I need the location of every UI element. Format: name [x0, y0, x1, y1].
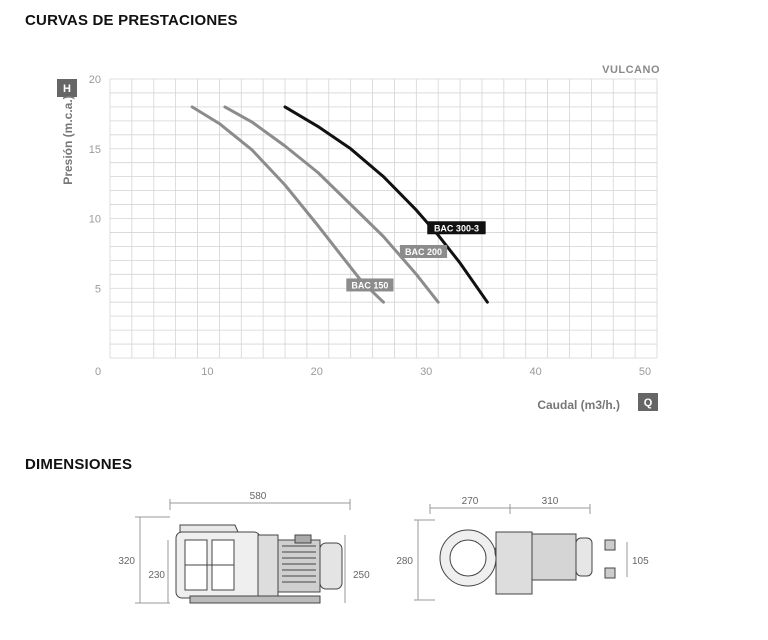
- series-label-text: BAC 150: [351, 280, 388, 290]
- dim-foot-spacing: 105: [632, 556, 649, 567]
- dim-inner-height: 230: [148, 570, 165, 581]
- x-tick-label: 30: [420, 366, 432, 378]
- y-axis-badge: [57, 79, 77, 97]
- y-tick-label: 15: [89, 144, 101, 156]
- performance-chart: 0 10 20 30 40 50 5 10 15 20 BAC 150 BAC 200 BAC 300…: [57, 64, 660, 412]
- x-axis-badge-label: Q: [644, 397, 653, 409]
- chart-series-labels: BAC 150 BAC 200 BAC 300-3: [346, 221, 486, 292]
- y-axis-badge-label: H: [63, 83, 71, 95]
- x-tick-label: 20: [311, 366, 323, 378]
- x-axis-badge: [638, 393, 658, 411]
- series-label-bac-300-3: BAC 300-3: [427, 221, 486, 235]
- dim-pump-width: 270: [462, 496, 479, 507]
- series-line-bac-200: [223, 105, 440, 304]
- dim-motor-width: 310: [542, 496, 559, 507]
- x-axis-title: Caudal (m3/h.): [537, 398, 620, 412]
- y-tick-label: 20: [89, 74, 101, 86]
- x-tick-label: 10: [201, 366, 213, 378]
- series-label-text: BAC 300-3: [434, 223, 479, 233]
- dim-front-height: 280: [396, 556, 413, 567]
- x-tick-label: 40: [529, 366, 541, 378]
- y-tick-label: 5: [95, 283, 101, 295]
- y-axis-title: Presión (m.c.a.): [61, 95, 75, 184]
- x-tick-label: 0: [95, 366, 101, 378]
- chart-ticks: 0 10 20 30 40 50 5 10 15 20: [89, 74, 651, 378]
- series-label-bac-150: BAC 150: [346, 278, 394, 292]
- dimensions-title: DIMENSIONES: [25, 456, 133, 473]
- chart-series: [190, 105, 489, 304]
- series-line-bac-150: [190, 105, 385, 304]
- dim-height: 320: [118, 556, 135, 567]
- brand-logo: VULCANO: [602, 64, 660, 76]
- x-tick-label: 50: [639, 366, 651, 378]
- series-line-bac-300-3: [283, 105, 489, 304]
- chart-grid: [109, 78, 658, 359]
- dimensions-drawing: 580 320 230 250 270 310 280 105: [118, 491, 649, 604]
- front-view-pump: [414, 504, 628, 601]
- dim-length: 580: [250, 491, 267, 502]
- y-tick-label: 10: [89, 214, 101, 226]
- side-view-pump: [135, 499, 351, 604]
- dim-motor-height: 250: [353, 570, 370, 581]
- series-label-text: BAC 200: [405, 247, 442, 257]
- curves-title: CURVAS DE PRESTACIONES: [25, 12, 238, 29]
- series-label-bac-200: BAC 200: [399, 244, 448, 258]
